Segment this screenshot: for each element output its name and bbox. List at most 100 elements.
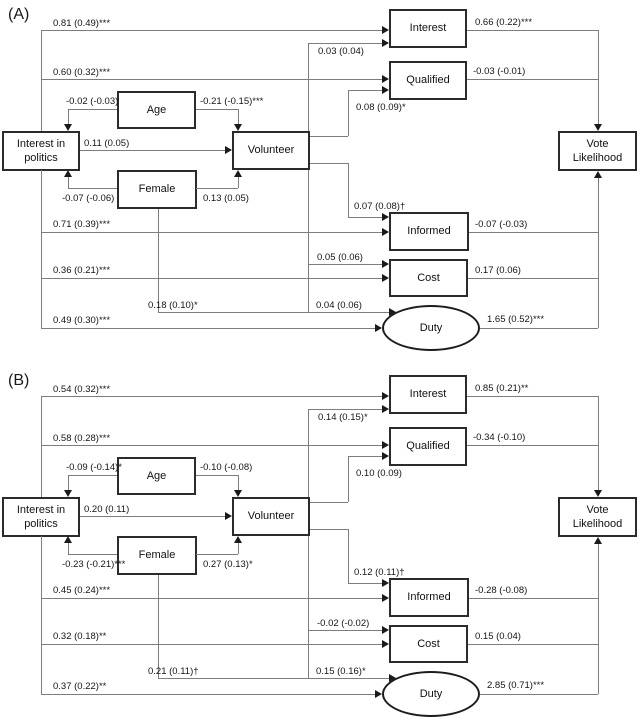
path-ip-interest-line [41,30,382,31]
path-vol-cost-line [308,630,382,631]
path-ip-qualified-line [41,79,382,80]
path-duty-upper-line [158,312,389,313]
coef-ip-informed: 0.45 (0.24)*** [53,585,111,596]
path-age-ip-line [68,475,117,476]
path-female-vol-line [196,554,238,555]
path-female-ip-line [68,188,117,189]
coef-ip-interest: 0.54 (0.32)*** [53,384,111,395]
coef-age-ip: -0.02 (-0.03) [66,96,119,107]
coef-ip-vol: 0.20 (0.11) [84,504,130,515]
path-duty-vote-line [480,694,598,695]
node-female: Female [117,536,197,575]
left-spine-lower-line [41,536,42,694]
coef-vol-qualified: 0.08 (0.09)* [356,102,406,113]
path-ip-duty-line [41,328,375,329]
path-interest-vote-line [467,396,598,397]
arrowhead-ip-cost [382,274,389,282]
path-vol-qualified-rise [348,90,349,136]
node-volunteer: Volunteer [232,497,310,536]
node-age: Age [117,91,196,129]
node-vote-likelihood: Vote Likelihood [558,497,637,537]
arrowhead-vol-qualified [382,452,389,460]
path-age-vol-line [196,475,238,476]
path-age-vol-drop [238,109,239,125]
coef-ip-duty: 0.49 (0.30)*** [53,315,111,326]
path-age-ip-line [68,109,117,110]
panel-a: (A) Interest in politics Age Female Volu… [0,6,640,358]
coef-female-duty: 0.21 (0.11)† [148,666,199,677]
path-age-vol-drop [238,475,239,491]
arrowhead-age-vol [234,124,242,131]
coef-interest-vote: 0.66 (0.22)*** [475,17,533,28]
coef-ip-cost: 0.32 (0.18)** [53,631,107,642]
coef-ip-informed: 0.71 (0.39)*** [53,219,111,230]
path-female-vol-rise [238,176,239,188]
path-female-vol-rise [238,542,239,554]
path-vol-qualified-rise [348,456,349,502]
path-female-ip-rise [68,176,69,188]
right-spine-lower-line [598,178,599,328]
node-informed: Informed [389,212,469,251]
arrowhead-vol-cost [382,260,389,268]
path-ip-informed-line [41,232,382,233]
coef-ip-qualified: 0.58 (0.28)*** [53,433,111,444]
arrowhead-duty-upper [389,674,396,682]
arrowhead-duty-upper [389,308,396,316]
node-interest: Interest [389,375,467,414]
node-interest-in-politics: Interest in politics [2,131,80,171]
path-ip-vol-line [80,516,225,517]
path-vol-qualified-out [310,502,348,503]
panel-b: (B) Interest in politics Age Female Volu… [0,372,640,721]
right-spine-upper-line [598,396,599,490]
coef-ip-cost: 0.36 (0.21)*** [53,265,111,276]
arrowhead-vote-bottom [594,537,602,544]
path-qualified-vote-line [467,445,598,446]
coef-qualified-vote: -0.03 (-0.01) [473,66,526,77]
path-vol-interest-line [308,43,382,44]
arrowhead-vote-top [594,124,602,131]
coef-female-ip: -0.23 (-0.21)*** [62,559,126,570]
path-female-ip-line [68,554,117,555]
coef-cost-vote: 0.17 (0.06) [475,265,521,276]
arrowhead-ip-qualified [382,441,389,449]
path-vol-down-spine [308,170,309,312]
path-age-vol-line [196,109,238,110]
coef-vol-interest: 0.03 (0.04) [318,46,364,57]
arrowhead-age-ip [64,490,72,497]
path-cost-vote-line [468,278,598,279]
coef-duty-vote: 2.85 (0.71)*** [487,680,545,691]
path-vol-interest-rise [308,43,309,131]
path-age-ip-drop [68,109,69,125]
coef-informed-vote: -0.07 (-0.03) [475,219,528,230]
arrowhead-ip-informed [382,228,389,236]
coef-female-ip: -0.07 (-0.06) [62,193,115,204]
arrowhead-vol-informed [382,213,389,221]
path-interest-vote-line [467,30,598,31]
path-female-ip-rise [68,542,69,554]
node-cost: Cost [389,259,468,297]
path-vol-qualified-line [348,90,382,91]
arrowhead-ip-interest [382,26,389,34]
coef-ip-interest: 0.81 (0.49)*** [53,18,111,29]
path-qualified-vote-line [467,79,598,80]
arrowhead-vote-bottom [594,171,602,178]
path-vol-cost-line [308,264,382,265]
coef-female-vol: 0.27 (0.13)* [203,559,253,570]
path-age-ip-drop [68,475,69,491]
path-vol-informed-line [348,217,382,218]
arrowhead-ip-qualified [382,75,389,83]
path-ip-cost-line [41,644,382,645]
left-spine-upper-line [41,30,42,131]
node-interest: Interest [389,9,467,48]
arrowhead-female-vol [234,170,242,177]
left-spine-lower-line [41,170,42,328]
path-cost-vote-line [468,644,598,645]
panel-letter-label: (B) [8,372,30,389]
coef-cost-vote: 0.15 (0.04) [475,631,521,642]
node-age: Age [117,457,196,495]
coef-vol-informed: 0.07 (0.08)† [354,201,406,212]
path-ip-cost-line [41,278,382,279]
coef-interest-vote: 0.85 (0.21)** [475,383,529,394]
path-vol-qualified-line [348,456,382,457]
path-duty-upper-line [158,678,389,679]
